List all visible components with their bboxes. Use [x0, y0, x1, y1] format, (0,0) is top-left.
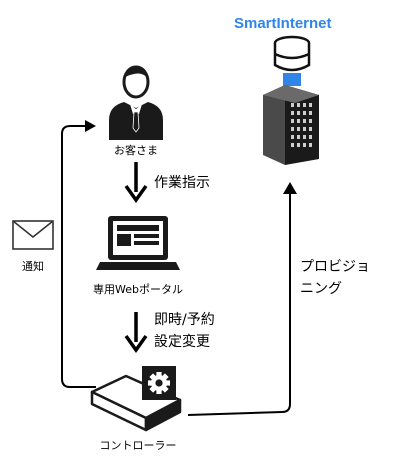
provisioning-arrowhead: [283, 182, 297, 194]
arrow-down-icon: [124, 162, 148, 204]
controller-box-icon: [90, 374, 182, 432]
provisioning-label: プロビジョ ニング: [300, 256, 370, 300]
envelope-icon: [12, 220, 54, 250]
notification-arrowhead: [85, 120, 96, 132]
arrow-down-icon: [124, 312, 148, 354]
customer-label: お客さま: [114, 144, 158, 157]
notification-label: 通知: [22, 260, 44, 273]
server-building-icon: [263, 35, 319, 165]
config-change-label: 即時/予約 設定変更: [154, 309, 215, 353]
gear-icon: [142, 366, 176, 400]
config-change-line1: 即時/予約: [154, 312, 215, 328]
laptop-icon: [96, 216, 180, 270]
provisioning-path: [187, 193, 291, 416]
person-icon: [109, 65, 163, 140]
config-change-line2: 設定変更: [154, 334, 210, 350]
work-order-label: 作業指示: [154, 175, 210, 191]
notification-path: [61, 125, 96, 388]
brand-title: SmartInternet: [234, 15, 332, 32]
controller-label: コントローラー: [99, 439, 177, 452]
provisioning-line1: プロビジョ: [300, 259, 370, 275]
provisioning-line2: ニング: [300, 281, 342, 297]
portal-label: 専用Webポータル: [93, 283, 183, 296]
